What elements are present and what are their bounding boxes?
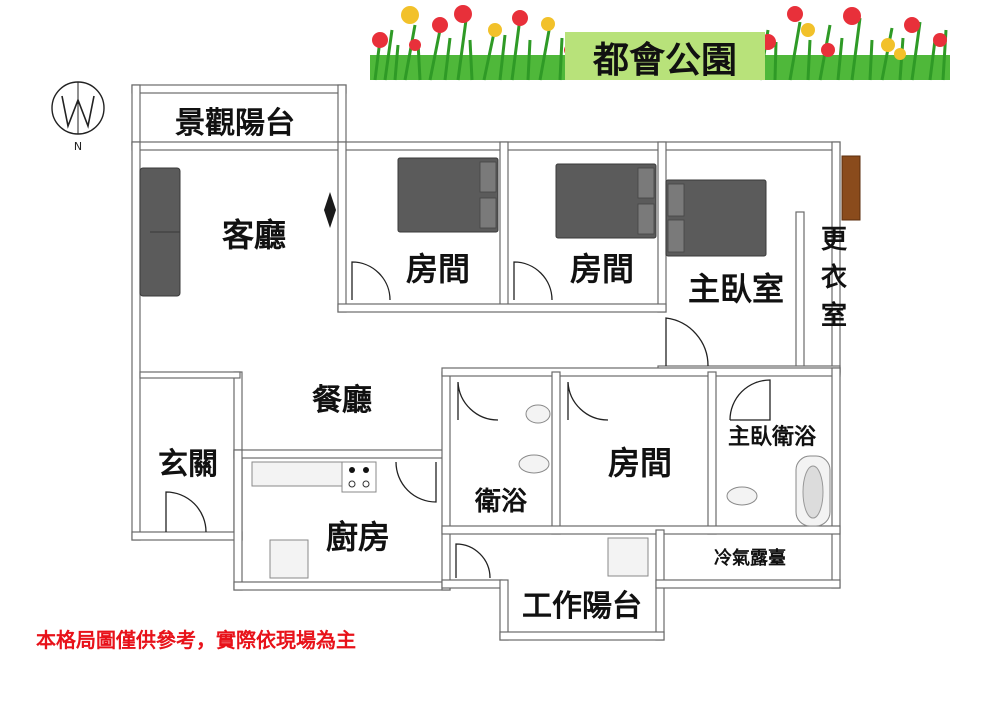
door-bedroom-a-icon (351, 261, 391, 301)
room-label-bathroom: 衛浴 (474, 487, 528, 517)
stove-icon (341, 461, 377, 493)
tv-icon (324, 192, 336, 228)
door-bedroom-b-icon (513, 261, 553, 301)
disclaimer-text: 本格局圖僅供參考，實際依現場為主 (36, 628, 356, 652)
door-entrance-icon (165, 491, 207, 533)
park-banner: 都會公園 (370, 5, 950, 81)
bed-icon (397, 157, 499, 233)
room-labels: 景觀陽台 客廳 房間 房間 主臥室 更衣室 餐廳 玄關 衛浴 房間 主臥衛浴 廚… (158, 106, 848, 624)
room-label-dining-room: 餐廳 (312, 383, 372, 418)
door-kitchen-icon (395, 461, 437, 503)
fridge-icon (269, 539, 309, 579)
doors (165, 261, 771, 579)
room-label-master-bedroom: 主臥室 (688, 270, 784, 308)
banner-title: 都會公園 (592, 40, 737, 81)
room-label-bedroom-b: 房間 (570, 250, 634, 288)
walls (131, 84, 841, 641)
door-bedroom-c-icon (567, 381, 609, 421)
furniture (139, 155, 861, 579)
room-label-master-bathroom: 主臥衛浴 (728, 424, 817, 450)
room-label-living-room: 客廳 (222, 216, 286, 254)
room-label-bedroom-c: 房間 (608, 444, 672, 482)
wardrobe-icon (841, 155, 861, 221)
room-label-entrance: 玄關 (158, 447, 218, 482)
room-label-bedroom-a: 房間 (406, 250, 470, 288)
room-label-kitchen: 廚房 (326, 518, 390, 556)
washer-icon (607, 537, 649, 577)
compass-north-label: N (74, 140, 82, 153)
toilet-icon (518, 454, 550, 474)
door-master-bath-icon (729, 379, 771, 421)
flower-icon (372, 5, 947, 60)
door-utility-icon (455, 543, 491, 579)
room-label-view-balcony: 景觀陽台 (175, 106, 295, 141)
bed-icon (665, 179, 767, 257)
toilet-icon (726, 486, 758, 506)
closet-label-vertical: 更衣室 (821, 225, 848, 331)
room-label-utility-balcony: 工作陽台 (522, 589, 642, 624)
sink-icon (525, 404, 551, 424)
door-bathroom-icon (457, 381, 499, 421)
bed-icon (555, 163, 657, 239)
door-master-icon (665, 317, 709, 367)
compass: N (51, 81, 105, 153)
counter-icon (251, 461, 343, 487)
room-label-closet: 更衣室 (821, 225, 848, 331)
room-label-ac-terrace: 冷氣露臺 (714, 547, 786, 569)
